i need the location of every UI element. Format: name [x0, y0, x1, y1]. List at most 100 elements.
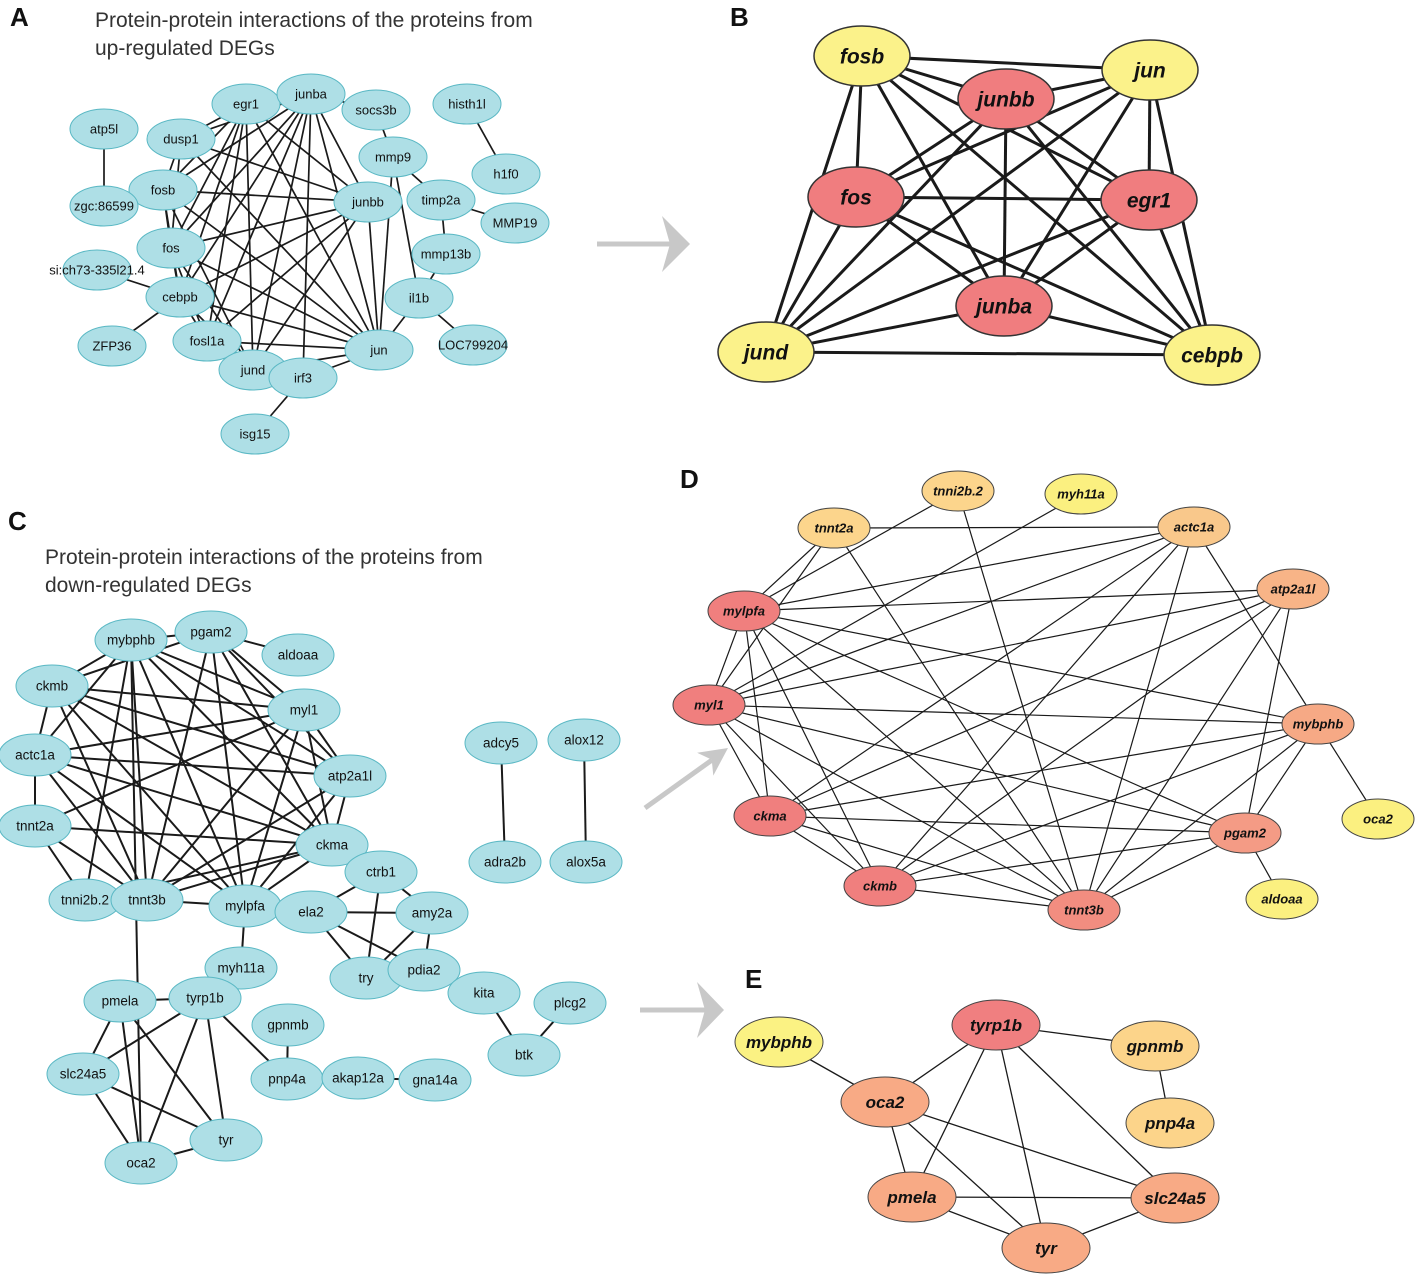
edge-egr1-jun	[245, 103, 380, 351]
node-label: ckma	[316, 838, 349, 853]
node-label: pnp4a	[1144, 1114, 1195, 1133]
node-oca2: oca2	[1341, 798, 1415, 840]
edge-actc1a-mybphb	[1193, 526, 1319, 725]
node-plcg2: plcg2	[533, 981, 607, 1025]
node-ellipse	[1044, 473, 1118, 515]
node-ellipse	[62, 249, 132, 291]
node-label: mylpfa	[225, 899, 265, 914]
panel-c: C Protein-protein interactions of the pr…	[0, 506, 623, 1185]
edge-mybphb-mylpfa	[130, 639, 246, 907]
edge-tnnt2a-ckma	[34, 825, 333, 846]
edge-junbb-jun	[367, 201, 380, 351]
edge-tyrp1b-slc24a5	[995, 1024, 1176, 1199]
node-myh11a: myh11a	[1044, 473, 1118, 515]
edge-fos-egr1	[855, 195, 1150, 202]
node-label: pgam2	[190, 625, 231, 640]
edge-pgam2-mylpfa	[210, 631, 246, 907]
edge-actc1a-mylpfa	[743, 526, 1195, 612]
node-ellipse	[951, 999, 1041, 1051]
node-label: ela2	[298, 905, 324, 920]
node-ellipse	[69, 108, 139, 150]
edges	[708, 490, 1379, 911]
panel-c-network: mybphbpgam2aldoaackmbmyl1actc1aatp2a1lad…	[0, 610, 623, 1185]
node-ckmb: ckmb	[15, 664, 89, 708]
node-ellipse	[487, 1033, 561, 1077]
node-ellipse	[468, 840, 542, 884]
node-ckma: ckma	[733, 795, 807, 837]
node-mmp13b: mmp13b	[411, 233, 481, 275]
node-actc1a: actc1a	[0, 733, 72, 777]
node-label: kita	[473, 986, 495, 1001]
edge-tnnt3b-mybphb	[1083, 723, 1319, 911]
node-label: si:ch73-335l21.4	[49, 263, 144, 278]
node-label: atp2a1l	[328, 769, 372, 784]
edge-atp2a1l-pgam2	[1244, 588, 1294, 834]
node-label: egr1	[1127, 189, 1171, 212]
node-ellipse	[344, 850, 418, 894]
edge-egr1-cebpb	[179, 103, 247, 298]
node-ellipse	[411, 233, 481, 275]
node-slc24a5: slc24a5	[46, 1052, 120, 1096]
node-label: jund	[240, 363, 266, 378]
node-kita: kita	[447, 971, 521, 1015]
node-ellipse	[1245, 878, 1319, 920]
panel-letter-e: E	[745, 964, 762, 994]
node-label: dusp1	[163, 132, 198, 147]
node-label: jun	[369, 343, 387, 358]
node-junba: junba	[276, 73, 346, 115]
node-ellipse	[321, 1056, 395, 1100]
edge-junbb-jund	[764, 97, 1008, 354]
edge-myl1-mybphb	[708, 704, 1319, 725]
node-label: fosb	[151, 183, 176, 198]
node-label: try	[359, 971, 374, 986]
node-label: cebpb	[1181, 344, 1243, 367]
arrow-a-to-b	[597, 216, 690, 272]
node-ellipse	[110, 878, 184, 922]
node-label: slc24a5	[1144, 1189, 1206, 1208]
node-ellipse	[313, 754, 387, 798]
node-ellipse	[295, 823, 369, 867]
node-h1f0: h1f0	[471, 153, 541, 195]
node-cebpb: cebpb	[1163, 324, 1261, 386]
node-label: fos	[162, 241, 180, 256]
node-label: alox12	[564, 733, 604, 748]
node-label: tnni2b.2	[933, 484, 984, 499]
edge-pmela-oca2	[119, 1000, 142, 1164]
node-tyr: tyr	[1001, 1222, 1091, 1274]
edge-actc1a-ckma	[769, 526, 1195, 817]
node-atp2a1l: atp2a1l	[313, 754, 387, 798]
node-label: isg15	[239, 427, 270, 442]
node-zfp36: ZFP36	[77, 325, 147, 367]
panel-c-title-line-1: Protein-protein interactions of the prot…	[45, 546, 483, 569]
node-label: tnnt3b	[128, 893, 166, 908]
node-pdia2: pdia2	[387, 948, 461, 992]
edge-junba-fos	[170, 93, 312, 249]
node-ctrb1: ctrb1	[344, 850, 418, 894]
node-ellipse	[341, 89, 411, 131]
edge-myl1-tnnt3b	[146, 709, 305, 901]
node-myh11a: myh11a	[204, 946, 278, 990]
edge-fos-junbb	[170, 201, 369, 249]
edge-egr1-jund	[765, 198, 1150, 354]
edge-fosb-junba	[860, 55, 1006, 307]
edge-ckmb-pgam2	[879, 832, 1246, 887]
panel-a-title-line-1: Protein-protein interactions of the prot…	[95, 9, 533, 32]
node-label: adcy5	[483, 736, 519, 751]
edge-egr1-jund	[245, 103, 254, 371]
node-mylpfa: mylpfa	[208, 884, 282, 928]
node-label: tnni2b.2	[61, 893, 109, 908]
node-ellipse	[432, 83, 502, 125]
node-ellipse	[1125, 1097, 1215, 1149]
node-ellipse	[274, 890, 348, 934]
panel-letter-a: A	[10, 2, 29, 32]
node-label: junbb	[974, 88, 1034, 111]
node-ellipse	[1208, 812, 1282, 854]
edge-tnnt2a-actc1a	[833, 526, 1195, 529]
edge-mybphb-ckma	[130, 639, 333, 846]
node-label: ckmb	[863, 879, 897, 894]
node-slc24a5: slc24a5	[1130, 1172, 1220, 1224]
node-ellipse	[104, 1141, 178, 1185]
node-pmela: pmela	[867, 1171, 957, 1223]
node-label: pdia2	[407, 963, 440, 978]
